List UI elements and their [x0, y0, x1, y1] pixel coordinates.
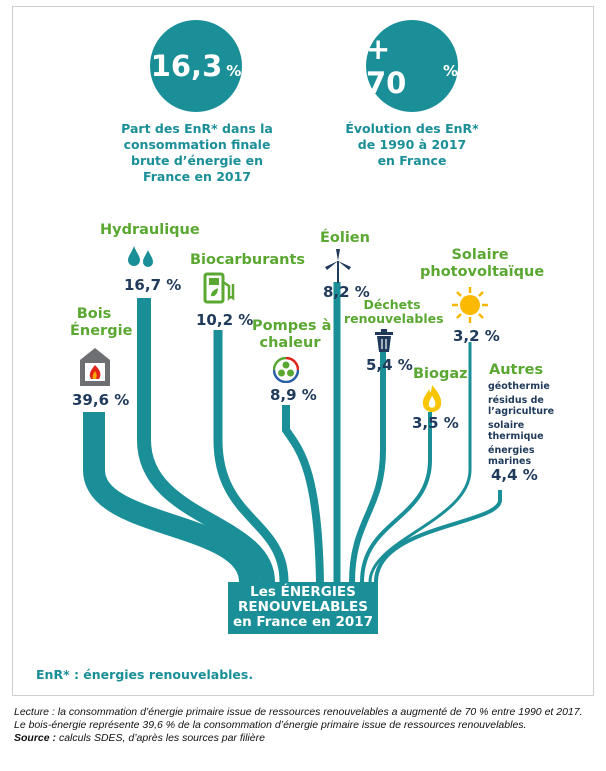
- autres-sublist: géothermie résidus de l’agriculture sola…: [488, 381, 555, 467]
- kpi-growth-circle: + 70%: [366, 20, 458, 112]
- flow-hydraulique: [137, 298, 275, 583]
- center-title-box: Les ÉNERGIES RENOUVELABLES en France en …: [228, 582, 378, 634]
- flow-pompes: [282, 405, 324, 583]
- dechets-pct: 5,4 %: [366, 356, 413, 374]
- lecture-text: la consommation d’énergie primaire issue…: [14, 706, 583, 731]
- kpi-growth-value: + 70: [366, 32, 407, 100]
- kpi-share-value: 16,3: [150, 49, 223, 83]
- kpi-growth-unit: %: [442, 61, 458, 80]
- infographic-frame: [12, 6, 594, 696]
- solaire-pct: 3,2 %: [453, 327, 500, 345]
- biocarburants-label: Biocarburants: [190, 252, 306, 268]
- hydraulique-pct: 16,7 %: [124, 276, 182, 294]
- source-label: Source :: [14, 732, 57, 744]
- flame-icon: [422, 385, 442, 412]
- water-drops-icon: [128, 246, 153, 267]
- fan-icon: [273, 357, 299, 383]
- pompes-label: Pompes à chaleur: [252, 318, 332, 351]
- kpi-share-unit: %: [226, 61, 242, 80]
- flow-dechets: [349, 350, 386, 583]
- kpi-growth-label: Évolution des EnR* de 1990 à 2017 en Fra…: [345, 121, 479, 168]
- biogaz-label: Biogaz: [413, 366, 468, 382]
- flow-biocarburants: [213, 330, 289, 583]
- pompes-pct: 8,9 %: [270, 386, 317, 404]
- source-text: calculs SDES, d’après les sources par fi…: [58, 732, 265, 744]
- wood-stove-icon: [80, 348, 110, 386]
- trash-bin-icon: [375, 329, 393, 352]
- flow-autres: [374, 490, 502, 583]
- flow-bois: [83, 412, 261, 584]
- bois-pct: 39,6 %: [72, 391, 130, 409]
- eolien-pct: 8,2 %: [323, 283, 370, 301]
- flow-biogaz: [360, 412, 432, 583]
- bois-label: Bois Énergie: [70, 306, 133, 339]
- enr-footnote: EnR* : énergies renouvelables.: [36, 667, 254, 682]
- fuel-pump-icon: [203, 272, 235, 304]
- autres-label: Autres: [489, 362, 544, 378]
- sun-icon: [452, 287, 488, 323]
- biocarburants-pct: 10,2 %: [196, 311, 254, 329]
- kpi-share-circle: 16,3%: [150, 20, 242, 112]
- flow-solaire: [368, 342, 472, 583]
- autres-pct: 4,4 %: [491, 466, 538, 484]
- solaire-label: Solaire photovoltaïque: [420, 247, 545, 280]
- dechets-label: Déchets renouvelables: [344, 297, 444, 326]
- kpi-share-label: Part des EnR* dans la consommation final…: [121, 121, 273, 184]
- hydraulique-label: Hydraulique: [100, 222, 200, 238]
- biogaz-pct: 3,5 %: [412, 414, 459, 432]
- caption: Lecture : la consommation d’énergie prim…: [14, 706, 592, 745]
- lecture-label: Lecture :: [14, 706, 55, 718]
- eolien-label: Éolien: [320, 230, 370, 246]
- wind-turbine-icon: [325, 249, 351, 283]
